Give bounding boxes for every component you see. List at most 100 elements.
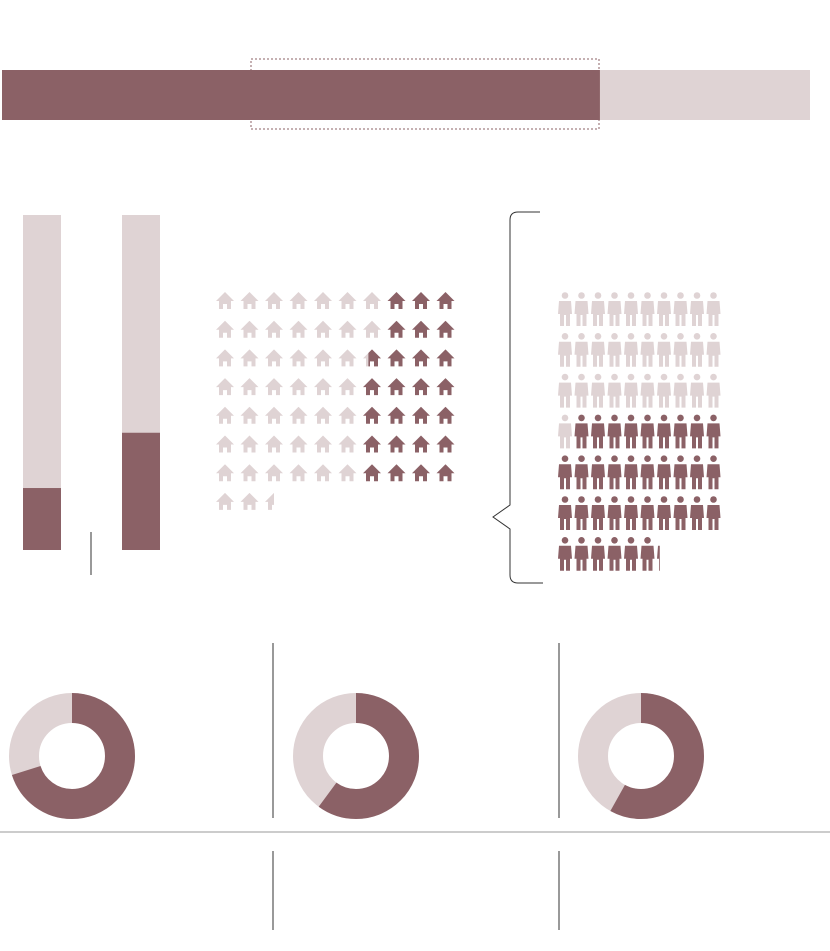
person-head [561,333,569,340]
house-icon [314,378,332,396]
person-head [594,414,602,422]
house-icon [436,464,455,482]
person-head [578,292,585,299]
person-body [558,341,572,367]
house-light [240,292,259,309]
person-icon [574,496,589,530]
person-body [640,505,655,530]
person-shape [558,455,572,490]
house-dark [387,435,406,453]
person-body [640,545,655,571]
person-icon [607,455,622,490]
person-head [693,496,701,503]
house-icon [436,292,455,309]
person-head [594,496,602,503]
person-body [706,382,721,408]
person-shape [657,455,671,490]
person-body [607,423,622,449]
person-head [693,333,701,340]
person-body [673,464,688,490]
person-shape [574,414,589,449]
person-head [660,414,668,422]
person-icon [690,496,704,530]
person-head [644,414,651,422]
person-shape [640,414,655,449]
person-body [574,423,589,449]
house-light [338,406,357,424]
person-shape [591,292,605,326]
house-dark [436,349,455,367]
house-icon [216,378,234,396]
person-icon [607,373,622,408]
house-icon [436,406,455,424]
person-shape [706,292,721,326]
house-icon [363,292,381,309]
house-icon [363,464,381,482]
person-body [558,301,572,326]
donut-slice [578,693,704,819]
house-dark [412,320,430,338]
house-light [338,320,357,338]
person-body [607,545,622,571]
house-icon [289,349,308,367]
house-icon [387,378,406,396]
person-shape [558,496,572,530]
person-icon [640,537,655,571]
person-icon [607,537,622,571]
person-head [611,333,618,340]
person-body [657,464,671,490]
person-head [693,455,701,462]
person-shape [558,292,572,326]
house-icon [412,349,430,367]
house-light [363,292,381,309]
house-dark [387,378,406,396]
person-shape [607,414,622,449]
person-body [574,545,589,571]
person-shape [591,537,605,571]
house-light [314,406,332,424]
person-body [640,341,655,367]
person-body [591,341,605,367]
person-head [677,414,684,422]
house-icon [216,492,234,510]
house-dark [387,292,406,309]
house-light [240,378,259,396]
person-head [627,414,635,422]
person-icon [574,414,589,449]
person-head [578,373,585,381]
person-icon [673,496,688,530]
house-icon [240,464,259,482]
person-icon [690,455,704,490]
person-head [578,496,585,503]
person-body [558,382,572,408]
house-icon [265,464,283,482]
person-head [644,496,651,503]
house-icon [265,349,283,367]
person-shape [706,333,721,367]
person-icon [624,496,638,530]
person-head [627,537,635,544]
person-icon [640,373,655,408]
house-icon [265,378,283,396]
person-head [627,496,635,503]
person-shape [673,496,688,530]
person-head [710,373,717,381]
person-body [657,545,660,571]
person-shape [558,333,572,367]
person-icon [640,292,655,326]
house-icon [363,349,381,367]
person-shape [607,292,622,326]
house-dark [387,349,406,367]
person-icon [690,292,704,326]
house-icon [216,292,234,309]
person-head [710,333,717,340]
person-icon [574,292,589,326]
person-body [690,301,704,326]
person-shape [690,414,704,449]
person-head [578,537,585,544]
top-bar-fill [2,70,600,120]
house-icon [240,320,259,338]
person-body [558,505,572,530]
person-shape [607,537,622,571]
house-light [240,492,259,510]
